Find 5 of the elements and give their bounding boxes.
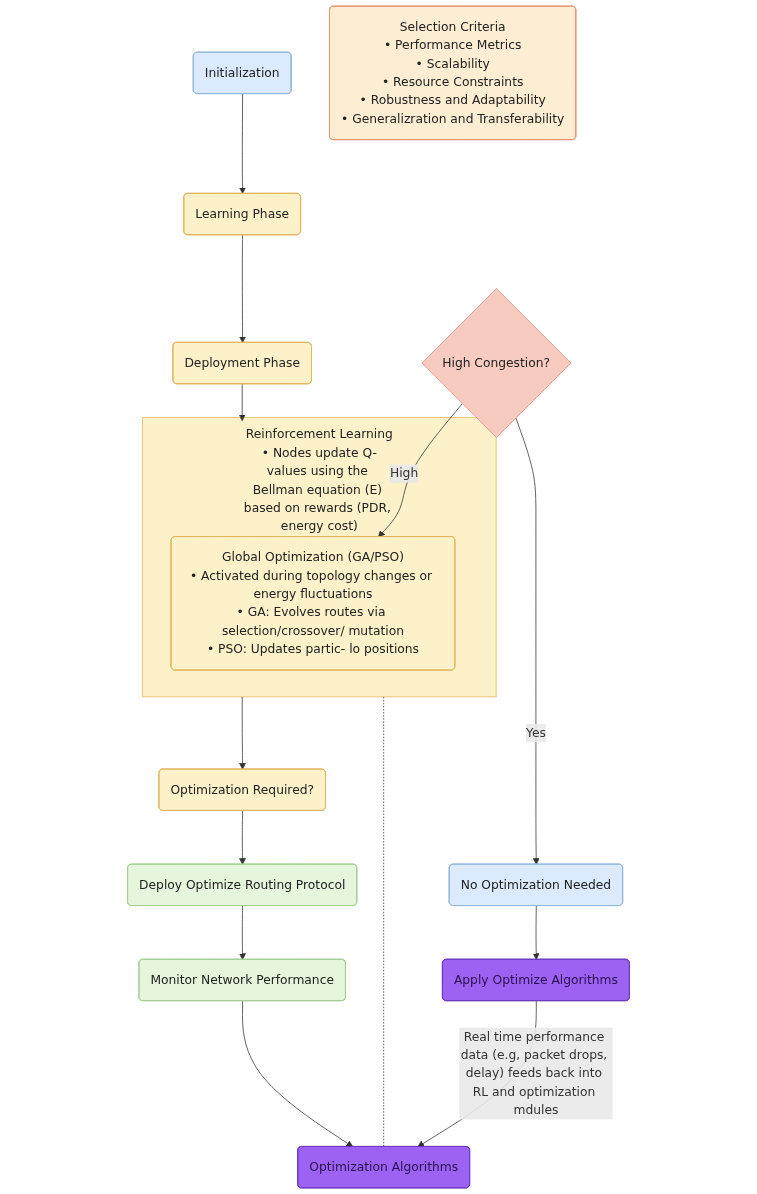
edge-label: Yes [526,725,546,740]
edge-label: High [389,465,419,481]
connector [383,696,385,1147]
edge-label: Real time performance data (e.g, packet drops, delay) feeds back into RL and optimization mdules [460,1029,608,1118]
node-diamond: High Congestion? [421,288,572,438]
